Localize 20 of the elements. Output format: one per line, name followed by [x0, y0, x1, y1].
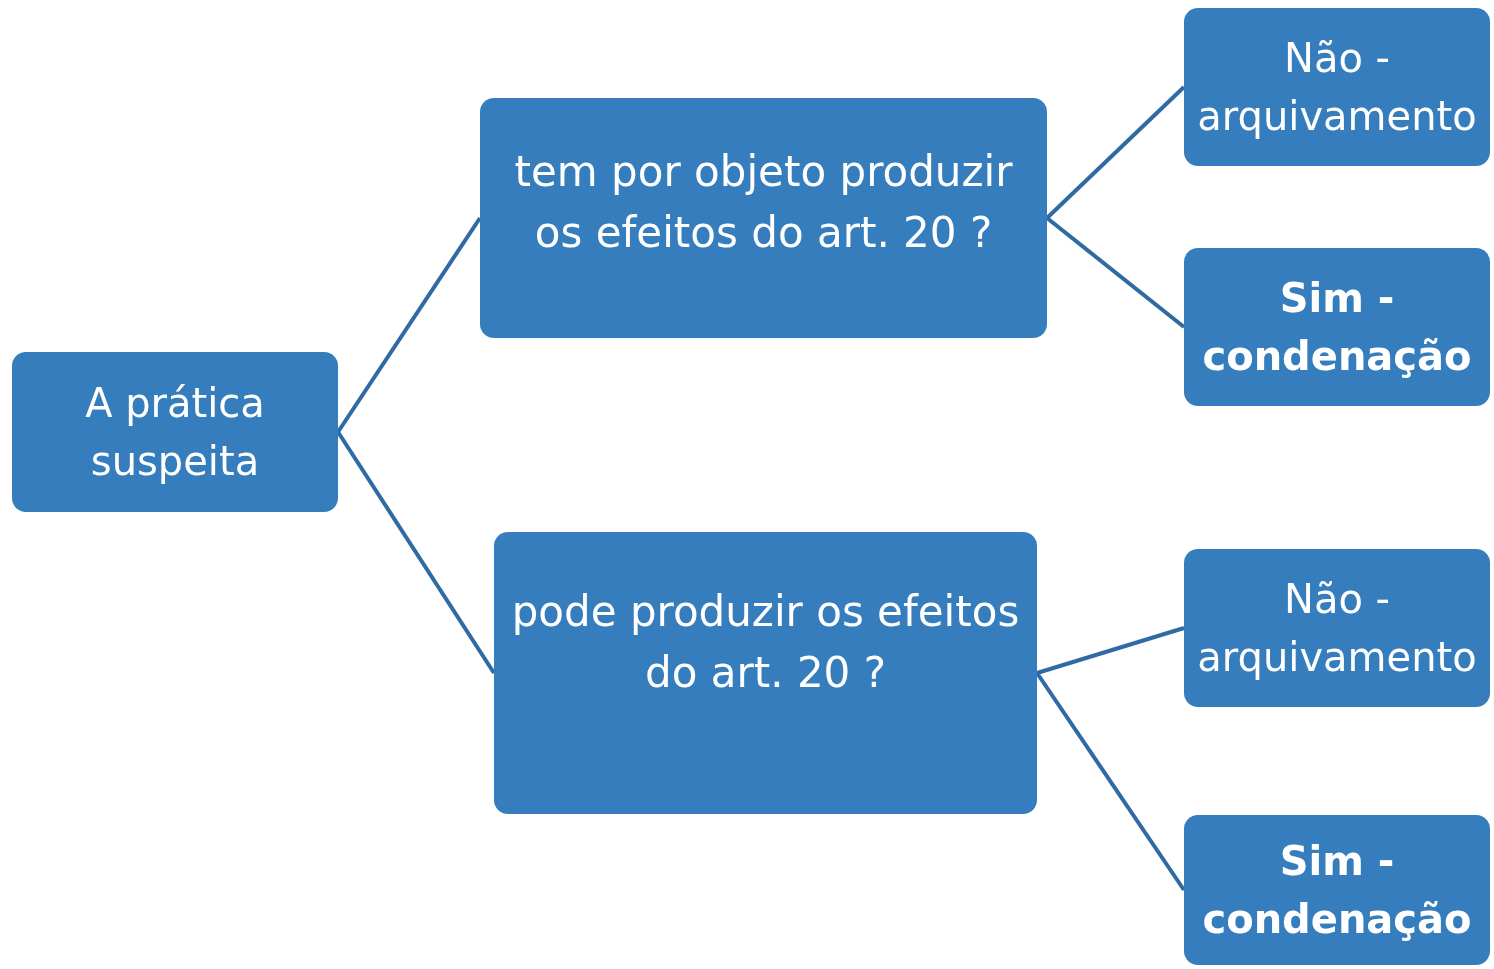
connector-line: [336, 216, 482, 434]
node-label: pode produzir os efeitos do art. 20 ?: [510, 586, 1021, 699]
node-label: A prática suspeita: [84, 379, 266, 486]
process-box: [1184, 8, 1490, 166]
connector-line: [336, 430, 496, 675]
connector-line: [1045, 216, 1186, 329]
node-label: Sim - condenação: [1201, 837, 1473, 944]
node-label: Sim - condenação: [1201, 274, 1473, 381]
process-box: [1184, 549, 1490, 707]
connector-line: [1036, 626, 1185, 675]
node-label: tem por objeto produzir os efeitos do art. 20 ?: [513, 146, 1014, 259]
node-label: Não - arquivamento: [1196, 575, 1478, 682]
process-box: [494, 532, 1037, 814]
node-label: Não - arquivamento: [1196, 34, 1478, 141]
connector-line: [1045, 85, 1186, 220]
connector-line: [1035, 671, 1186, 892]
process-box: [1184, 248, 1490, 406]
process-box: [1184, 815, 1490, 965]
process-box: [12, 352, 338, 512]
process-box: [480, 98, 1047, 338]
